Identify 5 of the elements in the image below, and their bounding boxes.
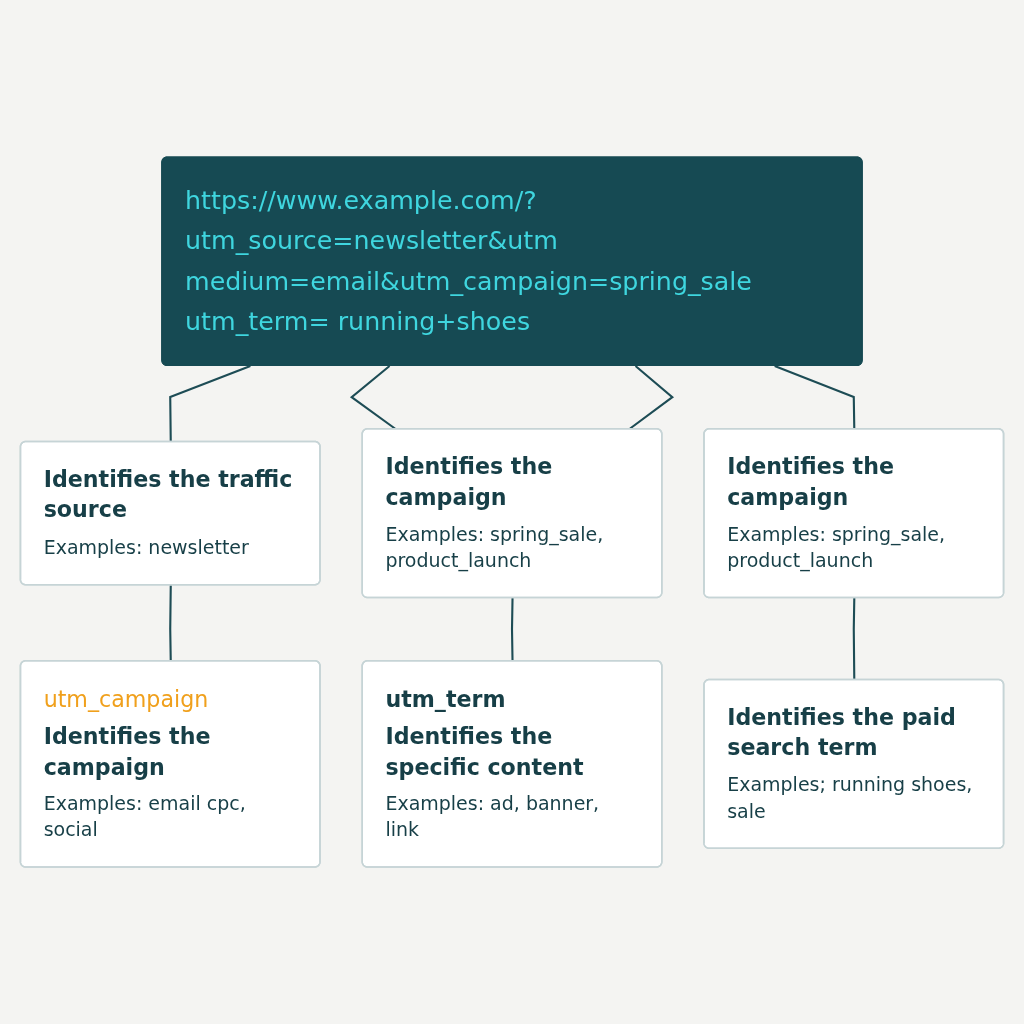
connector — [169, 365, 251, 443]
connector — [852, 598, 856, 681]
connector — [169, 585, 172, 662]
connector — [510, 598, 514, 662]
connector — [774, 365, 856, 430]
